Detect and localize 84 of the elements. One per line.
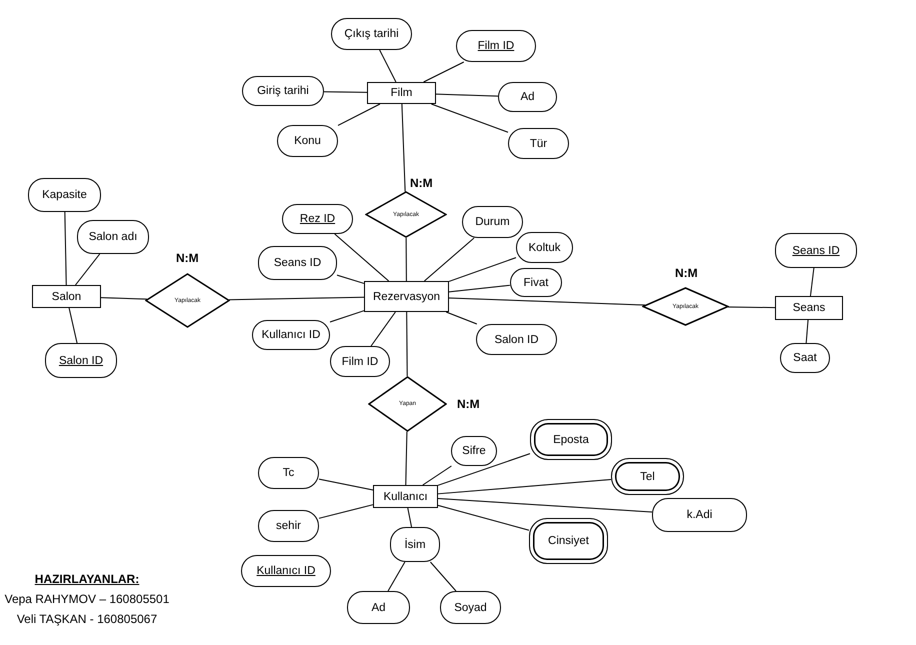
entity-name: Film [390, 87, 412, 99]
connector-line [370, 312, 396, 346]
attribute-name: Film ID [342, 356, 378, 368]
attribute-name: Soyad [454, 602, 487, 614]
connector-line [405, 431, 408, 486]
connector-line [318, 478, 374, 490]
attribute-name: Ad [371, 602, 386, 614]
connector-line [324, 91, 368, 93]
connector-line [388, 562, 406, 592]
key-attribute-name: Salon ID [58, 354, 104, 366]
connector-line [448, 298, 646, 306]
attribute-name: Tc [282, 467, 294, 479]
key-attribute-name: Rez ID [300, 213, 336, 225]
entity-name: Salon [52, 290, 82, 302]
connector-line [407, 508, 412, 528]
connector-line [379, 50, 396, 82]
connector-line [64, 212, 67, 286]
connector-line [448, 284, 510, 292]
attribute-name: Salon adı [88, 231, 138, 243]
attribute-name: Sifre [462, 445, 486, 457]
connector-line [810, 268, 814, 296]
connector-line [423, 62, 464, 82]
attribute-name: Seans ID [274, 257, 322, 269]
attribute-name: Çıkış tarihi [344, 28, 399, 40]
attribute-name: İsim [404, 538, 426, 550]
attribute-name: sehir [276, 520, 301, 532]
attribute-name: k.Adi [686, 509, 712, 521]
connector-line [727, 306, 776, 308]
entity-box [373, 485, 438, 508]
author-credit: Vepa RAHYMOV – 160805501 [4, 592, 170, 606]
cardinality-label: N:M [176, 251, 199, 265]
connector-line [100, 297, 148, 300]
connector-line [438, 453, 530, 486]
entity-name: Kullanıcı [383, 490, 428, 502]
connector-line [330, 310, 364, 322]
attribute-name: Kullanıcı ID [262, 329, 320, 341]
connector-line [436, 94, 498, 97]
attribute-name: Cinsiyet [548, 535, 589, 547]
attribute-name: Giriş tarihi [257, 85, 309, 97]
entity-name: Rezervasyon [372, 290, 440, 302]
connector-line [438, 504, 530, 531]
connector-line [406, 237, 407, 282]
connector-line [446, 312, 478, 324]
connector-line [74, 254, 100, 286]
key-attribute-name: Kullanıcı ID [256, 565, 316, 577]
attribute-name: Ad [520, 91, 535, 103]
entity-box [775, 296, 843, 320]
connector-line [438, 479, 612, 494]
connector-line [448, 257, 516, 282]
attribute-name: Salon ID [494, 334, 539, 346]
attribute-name: Fivat [524, 276, 548, 288]
connector-line [438, 498, 652, 512]
connector-line [338, 104, 380, 126]
cardinality-label: N:M [675, 266, 698, 280]
connector-line [806, 320, 809, 344]
connector-line [424, 238, 475, 282]
connector-line [228, 296, 364, 300]
connector-line [430, 562, 456, 592]
entity-box [367, 82, 436, 104]
entity-name: Seans [792, 302, 826, 314]
connector-line [430, 104, 508, 133]
connector-line [336, 274, 364, 284]
connector-line [334, 234, 390, 282]
cardinality-label: N:M [410, 176, 433, 190]
cardinality-label: N:M [457, 397, 480, 411]
entity-box [364, 281, 449, 312]
attribute-name: Durum [475, 216, 510, 228]
key-attribute-name: Film ID [478, 40, 514, 52]
attribute-name: Tel [640, 470, 655, 482]
entity-box [32, 285, 101, 308]
connector-line [68, 308, 78, 344]
key-attribute-name: Seans ID [792, 244, 840, 256]
connector-line [401, 104, 406, 192]
attribute-name: Saat [793, 352, 817, 364]
connector-line [406, 312, 408, 377]
connector-line [318, 504, 374, 519]
attribute-name: Konu [294, 135, 321, 147]
authors-heading: HAZIRLAYANLAR: [34, 572, 140, 586]
connector-line [422, 466, 452, 486]
author-credit: Veli TAŞKAN - 160805067 [16, 612, 158, 626]
attribute-name: Tür [530, 138, 548, 150]
attribute-name: Koltuk [528, 242, 560, 254]
attribute-name: Kapasite [42, 189, 87, 201]
attribute-name: Eposta [553, 434, 589, 446]
